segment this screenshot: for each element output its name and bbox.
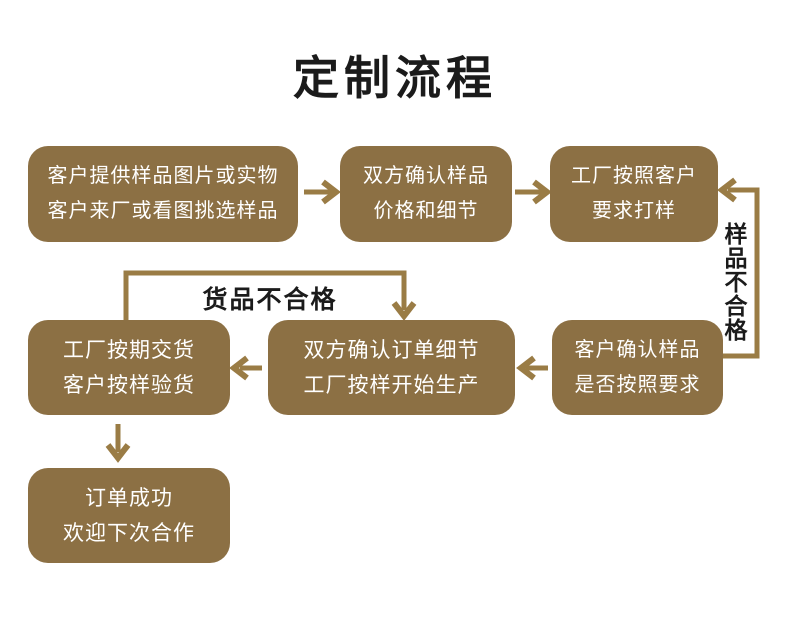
flow-step-customer-confirm-sample: 客户确认样品 是否按照要求 <box>552 320 723 415</box>
arrow-step5-to-step6 <box>229 355 262 381</box>
flow-step-line: 价格和细节 <box>373 200 479 222</box>
flow-step-provide-sample: 客户提供样品图片或实物 客户来厂或看图挑选样品 <box>28 146 298 242</box>
arrow-sample-fail-feedback <box>717 177 760 359</box>
flow-step-line: 订单成功 <box>85 486 173 510</box>
flow-step-line: 双方确认样品 <box>363 165 489 187</box>
flow-step-line: 客户确认样品 <box>574 338 701 361</box>
flow-step-line: 工厂按照客户 <box>571 165 697 187</box>
sample-fail-label: 样品不合格 <box>721 222 747 342</box>
flow-step-line: 工厂按期交货 <box>63 338 195 362</box>
flow-step-delivery-inspection: 工厂按期交货 客户按样验货 <box>28 320 230 415</box>
flow-step-line: 客户按样验货 <box>63 373 195 397</box>
flow-step-line: 是否按照要求 <box>574 373 701 396</box>
flow-step-line: 欢迎下次合作 <box>63 521 195 545</box>
flow-step-line: 工厂按样开始生产 <box>303 373 480 397</box>
arrow-step6-to-step7 <box>105 424 131 463</box>
flow-step-factory-proofing: 工厂按照客户 要求打样 <box>550 146 718 242</box>
flow-step-line: 双方确认订单细节 <box>303 338 480 362</box>
arrow-step1-to-step2 <box>304 179 341 205</box>
flow-step-confirm-price: 双方确认样品 价格和细节 <box>340 146 512 242</box>
flow-step-order-success: 订单成功 欢迎下次合作 <box>28 468 230 563</box>
flow-step-line: 客户来厂或看图挑选样品 <box>47 200 279 222</box>
page-title: 定制流程 <box>293 52 497 104</box>
flow-step-line: 要求打样 <box>592 200 676 222</box>
arrow-goods-fail-feedback <box>123 270 417 321</box>
goods-fail-label: 货品不合格 <box>202 286 338 314</box>
flow-step-confirm-order-production: 双方确认订单细节 工厂按样开始生产 <box>268 320 515 415</box>
flow-step-line: 客户提供样品图片或实物 <box>47 165 279 187</box>
arrow-step2-to-step3 <box>515 179 552 205</box>
arrow-step4-to-step5 <box>516 355 548 381</box>
